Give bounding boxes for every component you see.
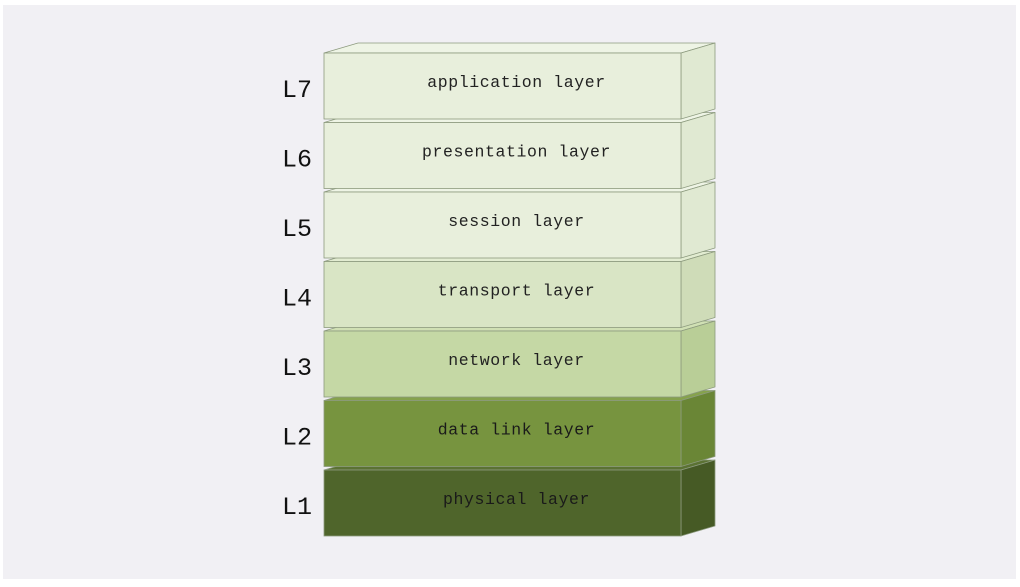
layer-front-face — [323, 191, 682, 259]
layer-side-face — [680, 320, 716, 398]
level-label: L1 — [282, 493, 312, 522]
layer-l7: application layer — [323, 42, 716, 120]
layer-name: physical layer — [443, 490, 590, 509]
layer-l3: network layer — [323, 320, 716, 398]
layer-front-face — [323, 261, 682, 328]
layer-name: application layer — [427, 73, 606, 92]
layer-l6: presentation layer — [323, 111, 716, 190]
layer-l4: transport layer — [323, 250, 716, 329]
layer-name: transport layer — [438, 282, 596, 301]
layer-l5: session layer — [323, 181, 716, 259]
layer-name: session layer — [448, 212, 585, 231]
layer-front-face — [323, 400, 682, 467]
level-label: L3 — [282, 354, 312, 383]
layer-name: data link layer — [438, 421, 596, 440]
level-label: L5 — [282, 215, 312, 244]
layer-l2: data link layer — [323, 389, 716, 468]
layer-side-face — [680, 181, 716, 259]
layer-front-face — [323, 330, 682, 398]
level-label: L6 — [282, 146, 312, 175]
layer-front-face — [323, 52, 682, 120]
layer-side-face — [680, 459, 716, 537]
layer-top-face — [323, 42, 716, 54]
level-label: L7 — [282, 76, 312, 105]
layer-front-face — [323, 469, 682, 537]
layer-name: network layer — [448, 351, 585, 370]
layer-side-face — [680, 389, 716, 468]
layer-side-face — [680, 250, 716, 329]
level-label: L2 — [282, 424, 312, 453]
layer-name: presentation layer — [422, 143, 611, 162]
level-label: L4 — [282, 285, 312, 314]
layer-side-face — [680, 42, 716, 120]
layer-side-face — [680, 111, 716, 190]
layer-l1: physical layer — [323, 459, 716, 537]
layer-front-face — [323, 122, 682, 189]
